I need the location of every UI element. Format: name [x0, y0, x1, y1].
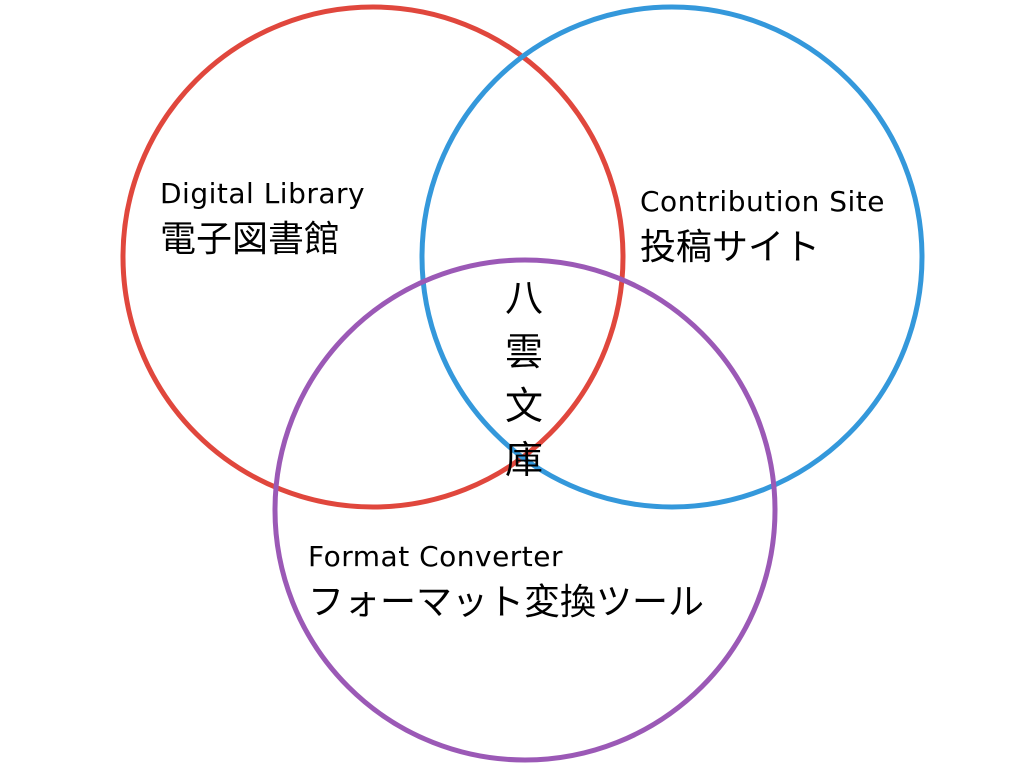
format-converter-label-ja: フォーマット変換ツール	[308, 582, 705, 623]
center-char-3: 文	[504, 383, 543, 428]
center-intersection-label: 八 雲 文 庫	[503, 272, 545, 488]
digital-library-circle	[120, 4, 626, 510]
contribution-site-circle	[419, 4, 925, 510]
center-char-4: 庫	[504, 437, 543, 482]
center-char-2: 雲	[504, 329, 543, 374]
digital-library-label-ja: 電子図書館	[160, 219, 341, 260]
format-converter-label: Format Converter フォーマット変換ツール	[308, 543, 704, 621]
contribution-site-label-ja: 投稿サイト	[640, 227, 821, 268]
format-converter-circle	[272, 257, 778, 763]
digital-library-label: Digital Library 電子図書館	[160, 180, 365, 258]
center-char-1: 八	[504, 276, 543, 320]
format-converter-label-en: Format Converter	[308, 540, 564, 573]
digital-library-label-en: Digital Library	[160, 177, 366, 210]
contribution-site-label: Contribution Site 投稿サイト	[640, 188, 885, 266]
contribution-site-label-en: Contribution Site	[640, 185, 886, 218]
